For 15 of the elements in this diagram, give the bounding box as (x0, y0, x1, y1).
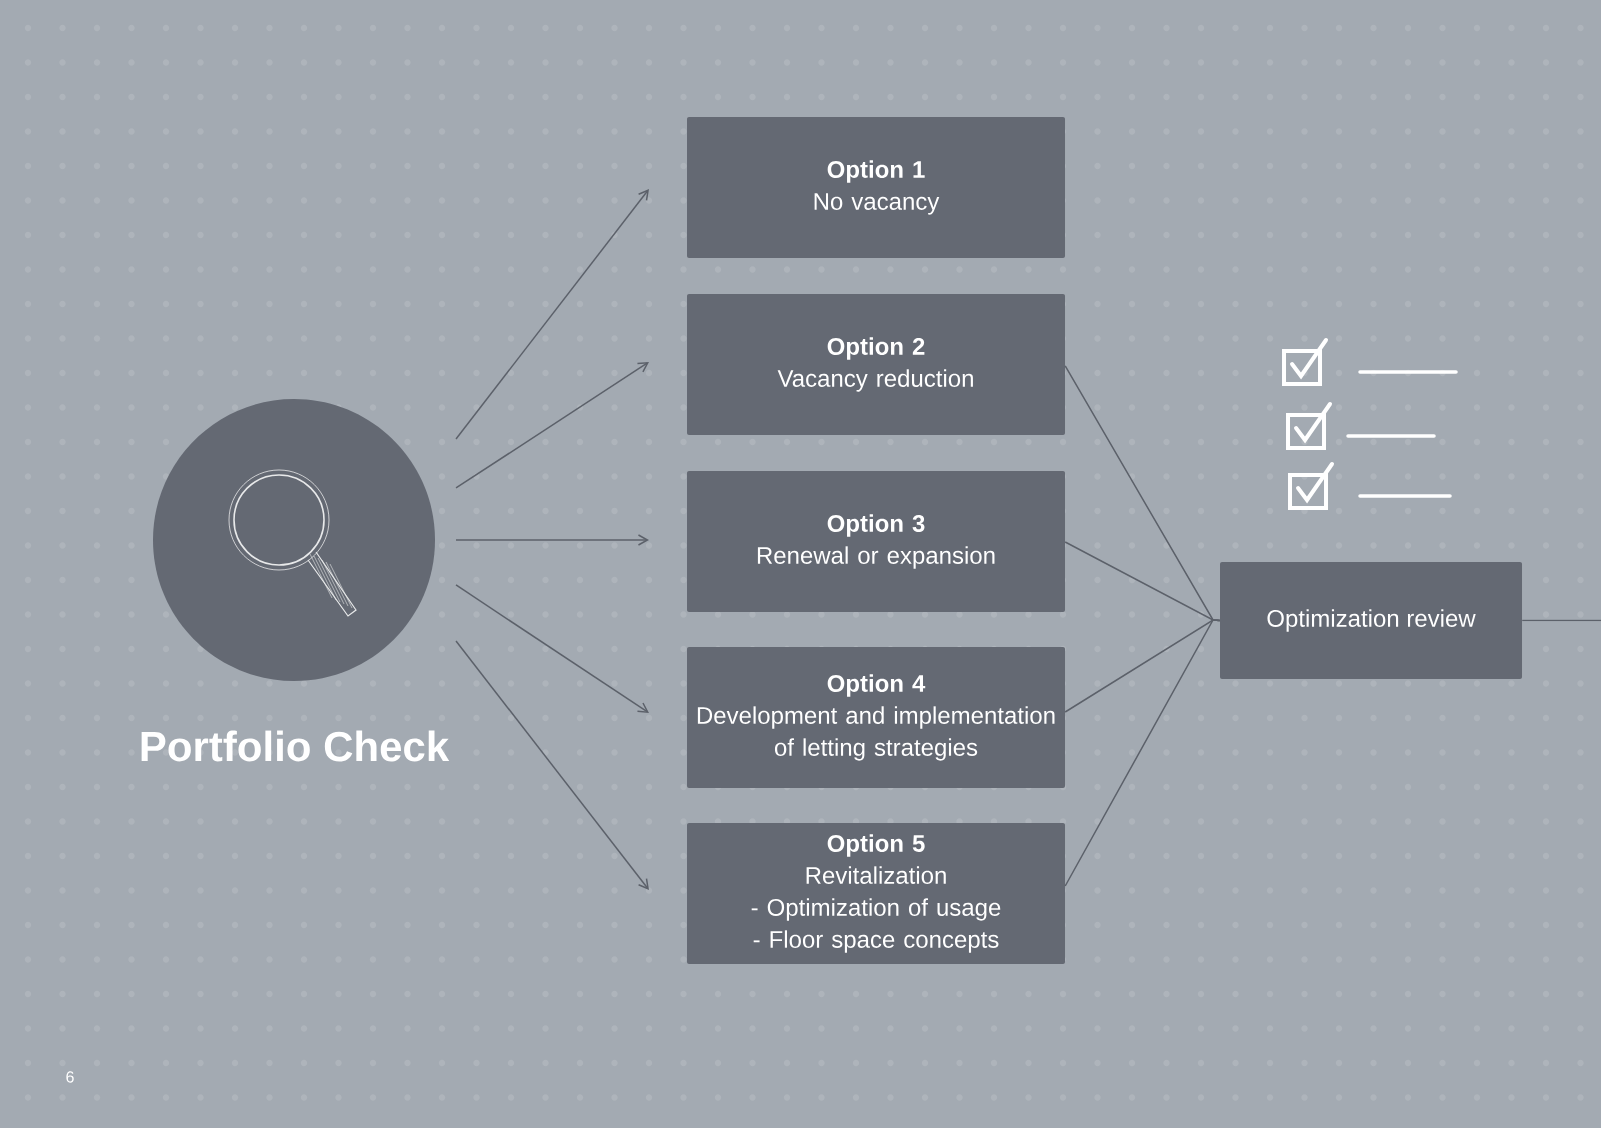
option-box: Option 5 Revitalization - Optimization of usage - Floor space concepts (687, 823, 1065, 964)
heading: Portfolio Check (141, 730, 450, 762)
option-box: Option 1 No vacancy (687, 117, 1065, 258)
option-box: Option 2 Vacancy reduction (687, 294, 1065, 435)
review-box: Optimization review (1220, 562, 1522, 679)
page-number: 6 (66, 1071, 74, 1083)
arrow (455, 362, 649, 489)
option-box: Option 3 Renewal or expansion (687, 471, 1065, 612)
arrow (455, 640, 649, 890)
arrow (455, 189, 649, 440)
connector-line (1521, 619, 1601, 622)
arrow (455, 584, 649, 713)
arrow (455, 534, 649, 546)
option-box: Option 4 Development and implementation of letting strategies (687, 647, 1065, 788)
connector-line (1064, 619, 1221, 887)
